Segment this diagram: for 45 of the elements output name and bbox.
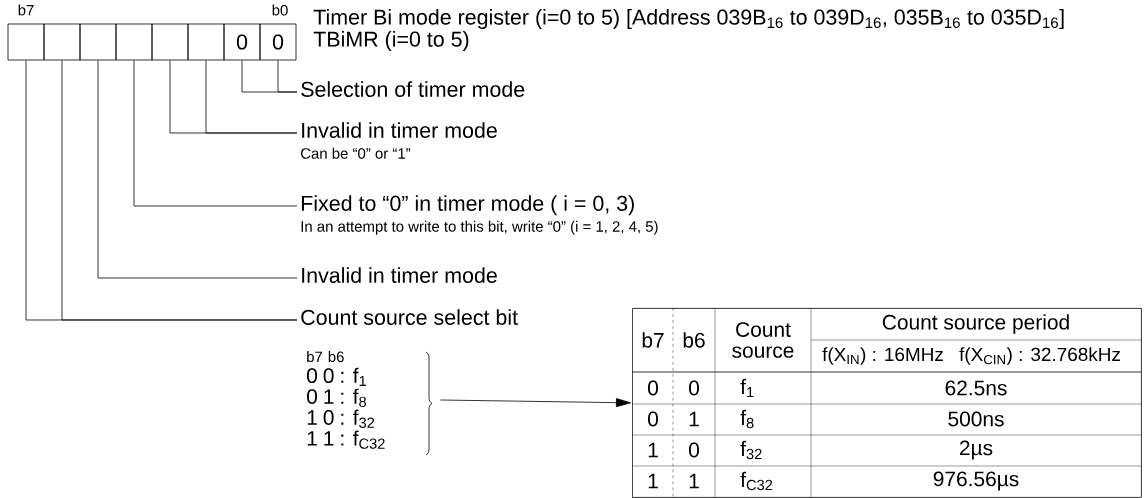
table-cell: 500ns [948, 411, 1004, 427]
bit-description: Count source select bit [301, 309, 518, 325]
table-cell: 1 [689, 473, 699, 489]
table-cell: b7 [642, 332, 664, 348]
count-source-list: b7 b6 0 0 : f$_{1}$ 0 1 : f$_{8}$ 1 0 : f$_{32}$ 1 1 : f$_{C32}$ [307, 351, 385, 449]
leader-line [97, 60, 298, 279]
table-cell: 976.56µs [933, 471, 1019, 491]
bit-cell [187, 23, 225, 61]
table-cell: 0 [648, 411, 658, 427]
table-cell: f$_{32}$ [740, 440, 762, 460]
arrow [440, 398, 631, 408]
table-cell: 2µs [959, 440, 993, 460]
table-cell: 0 [689, 442, 699, 458]
table-cell: f$_{8}$ [740, 409, 754, 429]
bit-cell [7, 23, 45, 61]
table-cell: 62.5ns [945, 380, 1007, 396]
leader-line [205, 60, 298, 134]
table-cell: Count source period [882, 314, 1069, 334]
table-cell: 1 [648, 473, 658, 489]
bit-cell [79, 23, 117, 61]
bit-description: Invalid in timer mode Can be “0” or “1” [300, 122, 497, 159]
table-cell: b6 [683, 332, 705, 348]
register-title: Timer Bi mode register (i=0 to 5) [Address 039B$_{16}$ to 039D$_{16}$, 035B$_{16}$ to 035D$_{16}$] [313, 9, 1064, 29]
table-cell: f$_{1}$ [740, 378, 754, 398]
register-label: b7 [18, 4, 34, 16]
leader-line [277, 60, 298, 93]
table-cell: f(X$_{IN}$) : 16MHz [822, 347, 943, 365]
bit-cell: 0 [259, 23, 297, 61]
table-cell: f(X$_{CIN}$) : 32.768kHz [959, 347, 1120, 365]
bit-cell [115, 23, 153, 61]
table-cell: Count source [732, 322, 794, 358]
bit-description: Invalid in timer mode [302, 267, 497, 283]
bit-cell: 0 [223, 23, 261, 61]
register-label: b0 [272, 4, 288, 16]
bit-cell [151, 23, 189, 61]
table-cell: f$_{C32}$ [740, 471, 773, 491]
bit-description: Selection of timer mode [301, 81, 525, 97]
leader-line [133, 60, 298, 207]
bit-description: Fixed to “0” in timer mode ( i = 0, 3) In an attempt to write to this bit, write “0” (i = 1, 2, 4, 5) [301, 195, 658, 235]
table-cell: 0 [689, 380, 699, 396]
table-cell: 1 [689, 411, 699, 427]
register-label: TBiMR (i=0 to 5) [313, 31, 469, 51]
table-cell: 1 [648, 442, 658, 458]
bit-cell [43, 23, 81, 61]
table-cell: 0 [648, 380, 658, 396]
